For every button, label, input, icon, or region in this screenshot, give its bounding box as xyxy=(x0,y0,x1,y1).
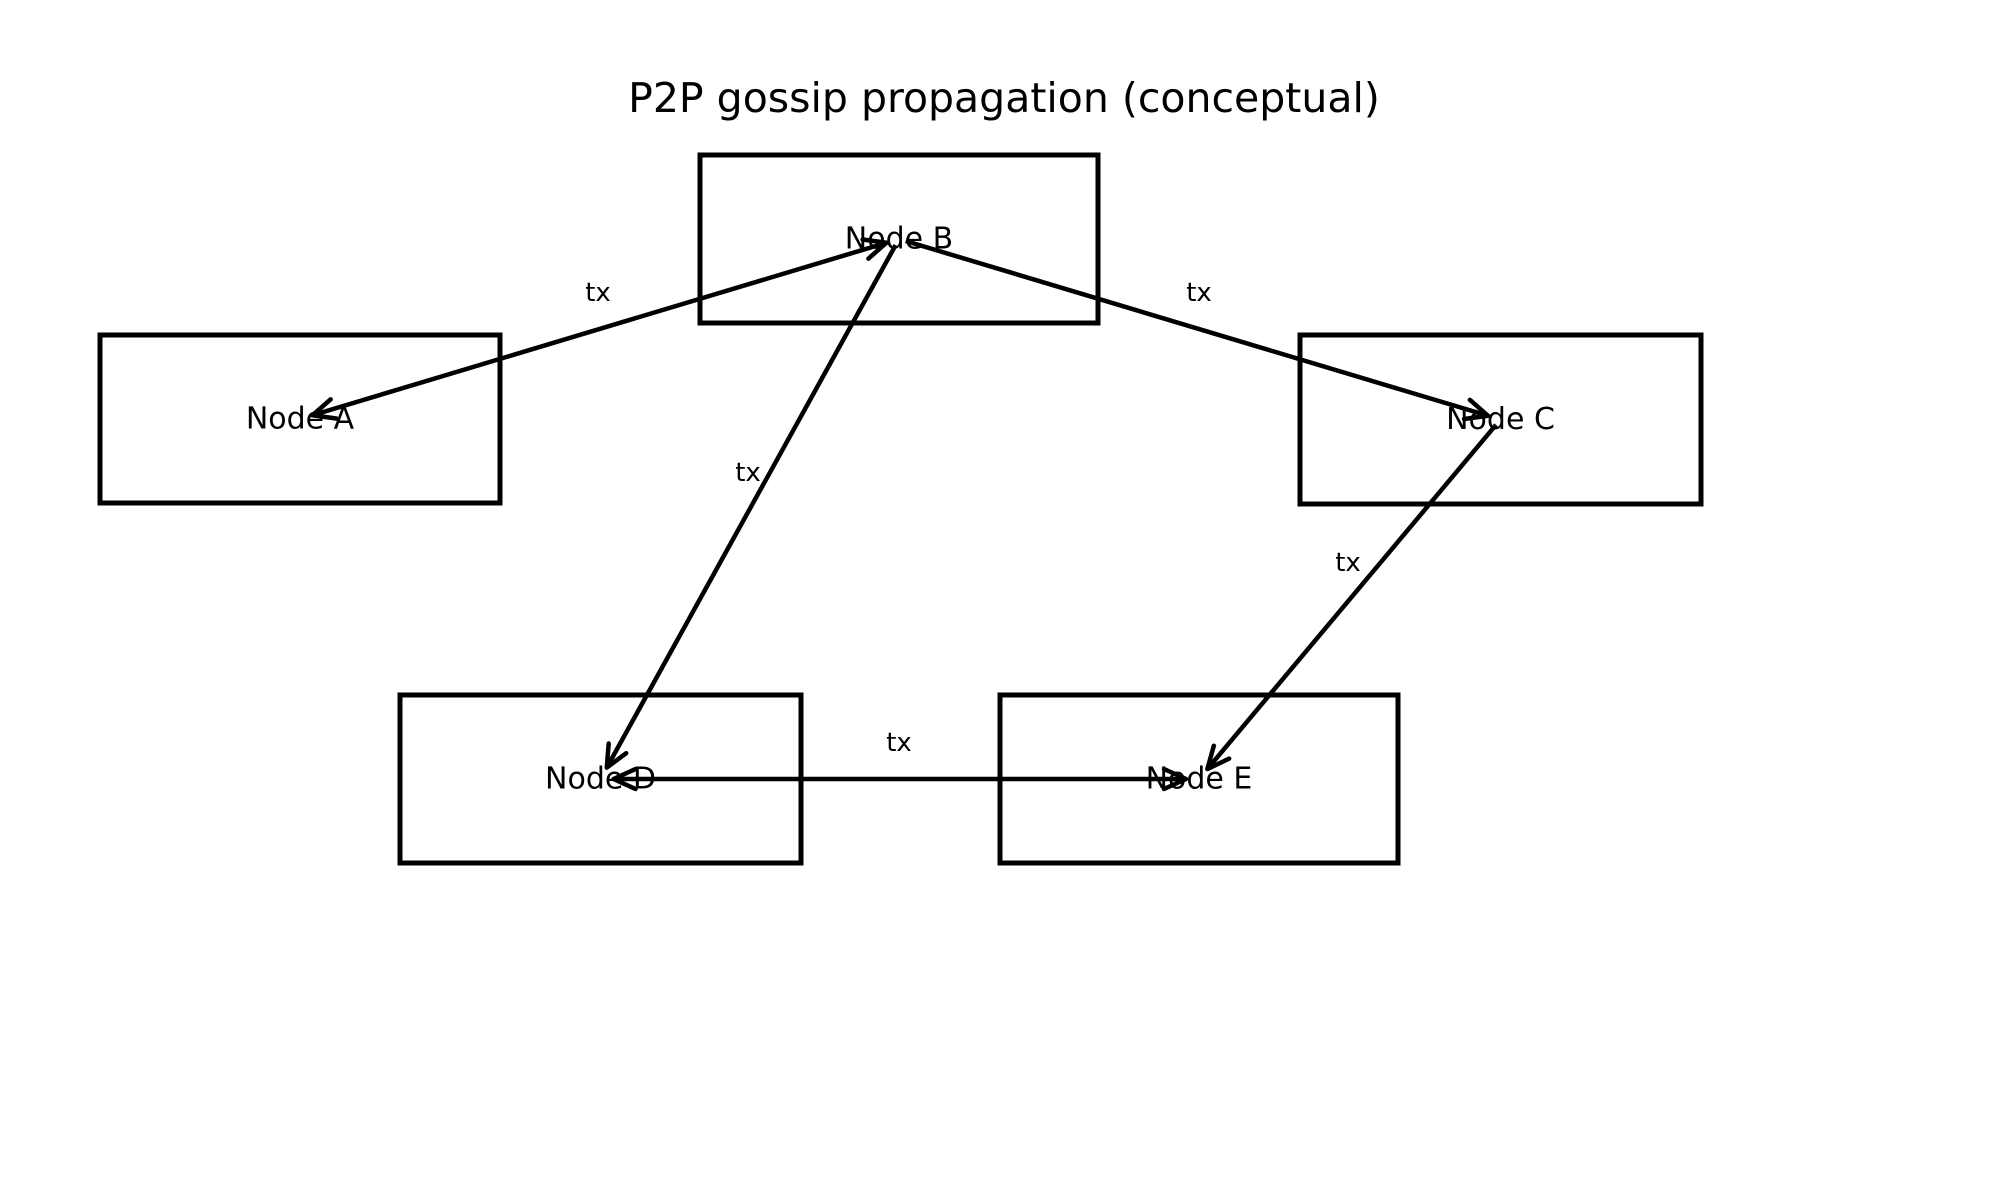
edge-b-c-label: tx xyxy=(1186,278,1212,308)
node-label-d: Node D xyxy=(545,762,656,797)
node-label-c: Node C xyxy=(1446,402,1555,437)
node-box-c xyxy=(1297,332,1704,507)
edge-b-d-arrow xyxy=(604,244,898,770)
edge-a-b-label: tx xyxy=(585,278,611,308)
edge-b-c-arrow xyxy=(905,238,1491,422)
edge-c-e-arrow xyxy=(1205,423,1498,772)
node-label-b: Node B xyxy=(845,222,953,257)
edge-d-e-label: tx xyxy=(886,728,912,758)
edge-c-e-label: tx xyxy=(1335,548,1361,578)
node-label-e: Node E xyxy=(1146,762,1253,797)
node-label-a: Node A xyxy=(246,402,355,437)
edge-b-d-label: tx xyxy=(735,458,761,488)
edge-a-b-arrow xyxy=(310,237,889,421)
diagram-title: P2P gossip propagation (conceptual) xyxy=(628,74,1380,122)
